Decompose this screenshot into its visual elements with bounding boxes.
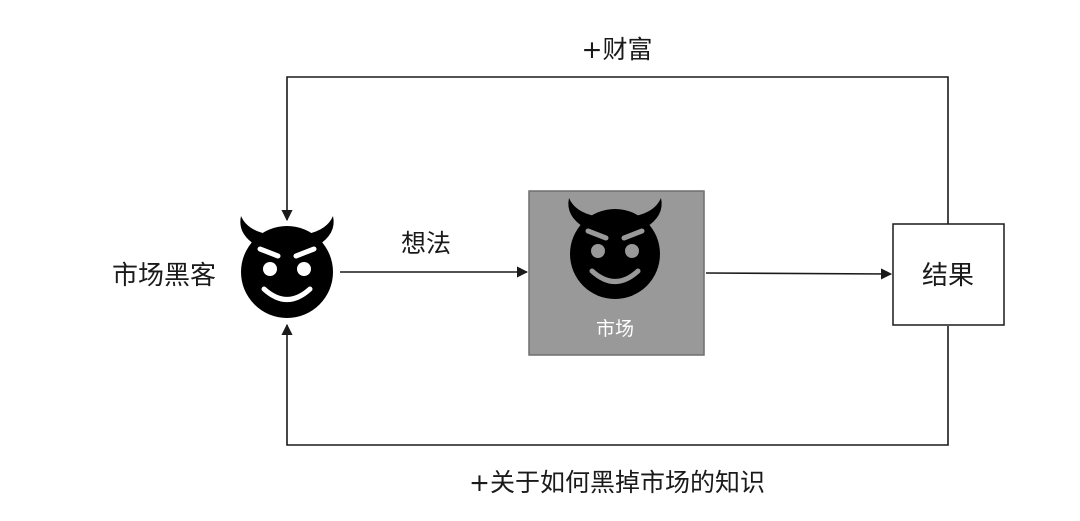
- result-label: 结果: [922, 261, 974, 291]
- bottom-loop-label: +关于如何黑掉市场的知识: [469, 468, 765, 497]
- smiling-devil-icon: [240, 216, 334, 318]
- hacker-label: 市场黑客: [112, 261, 216, 291]
- market-to-result-arrow: [705, 268, 893, 280]
- result-box: [892, 223, 1005, 326]
- idea-label: 想法: [401, 229, 451, 258]
- top-feedback-arrow: [281, 76, 949, 224]
- bottom-feedback-arrow: [281, 323, 949, 446]
- smiling-devil-icon: [568, 198, 662, 299]
- market-label: 市场: [596, 318, 634, 340]
- top-loop-label: +财富: [582, 35, 653, 64]
